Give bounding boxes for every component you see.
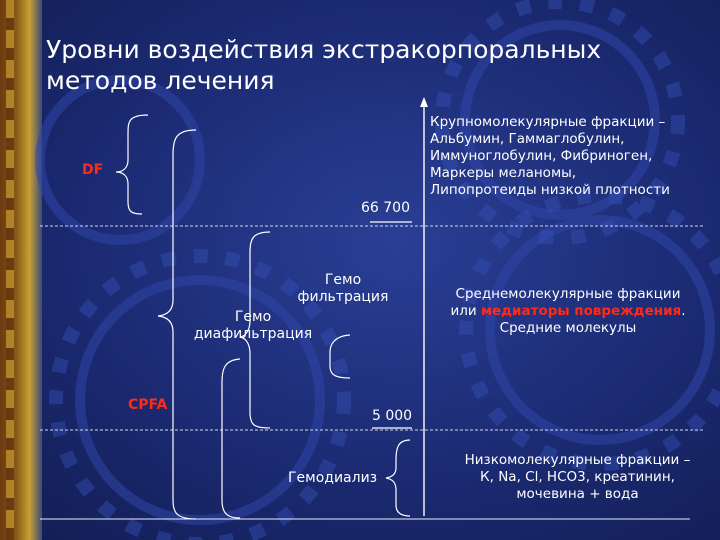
background-gear-shapes [35, 20, 715, 525]
gemo-filtration-brace [239, 231, 271, 429]
middle-highlight: медиаторы повреждения [480, 303, 682, 319]
cpfa-brace [157, 129, 197, 520]
threshold-low-label: 5 000 [372, 408, 413, 424]
cpfa-label: CPFA [128, 397, 168, 413]
gemo-diafiltration-line-2: диафильтрация [193, 326, 313, 342]
large-fractions-line-2: Альбумин, Гаммаглобулин, [430, 131, 625, 147]
gemo-diafiltration-label: Гемо диафильтрация [186, 309, 320, 343]
title-line-2: методов лечения [46, 66, 275, 95]
small-fractions-text: Низкомолекулярные фракции – К, Na, Cl, H… [440, 452, 715, 503]
gemo-diafiltration-line-1: Гемо [234, 309, 272, 325]
decorative-gear-strip [0, 0, 42, 540]
df-label: DF [82, 162, 104, 178]
gemo-diafiltration-bracket [329, 334, 351, 379]
df-brace [115, 114, 149, 215]
title-line-1: Уровни воздействия экстракорпоральных [46, 35, 602, 64]
small-fractions-line-2: К, Na, Cl, HCO3, креатинин, [480, 469, 675, 485]
slide-title: Уровни воздействия экстракорпоральных ме… [46, 34, 601, 96]
large-fractions-line-4: Маркеры меланомы, [430, 165, 577, 181]
threshold-high-label: 66 700 [361, 200, 410, 216]
middle-prefix: или [450, 303, 481, 319]
middle-fractions-line-1: Среднемолекулярные фракции [455, 286, 681, 302]
large-fractions-text: Крупномолекулярные фракции – Альбумин, Г… [430, 114, 715, 199]
middle-fractions-line-3: Средние молекулы [499, 320, 637, 336]
large-fractions-line-5: Липопротеиды низкой плотности [430, 182, 670, 198]
gemo-filtration-line-2: фильтрация [297, 289, 389, 305]
cpfa-lower-brace [221, 358, 241, 519]
hemodialysis-bracket [385, 439, 411, 517]
axis-arrow-icon [420, 97, 428, 107]
large-fractions-line-3: Иммуноглобулин, Фибриноген, [430, 148, 653, 164]
gemo-filtration-label: Гемо фильтрация [288, 272, 398, 306]
middle-suffix: . [681, 303, 686, 319]
small-fractions-line-3: мочевина + вода [516, 486, 639, 502]
large-fractions-line-1: Крупномолекулярные фракции – [430, 114, 666, 130]
hemodialysis-label: Гемодиализ [288, 470, 378, 486]
gemo-filtration-line-1: Гемо [324, 272, 362, 288]
middle-fractions-text: Среднемолекулярные фракции или медиаторы… [418, 286, 718, 337]
small-fractions-line-1: Низкомолекулярные фракции – [464, 452, 691, 468]
middle-fractions-line-2: или медиаторы повреждения. [418, 303, 718, 320]
